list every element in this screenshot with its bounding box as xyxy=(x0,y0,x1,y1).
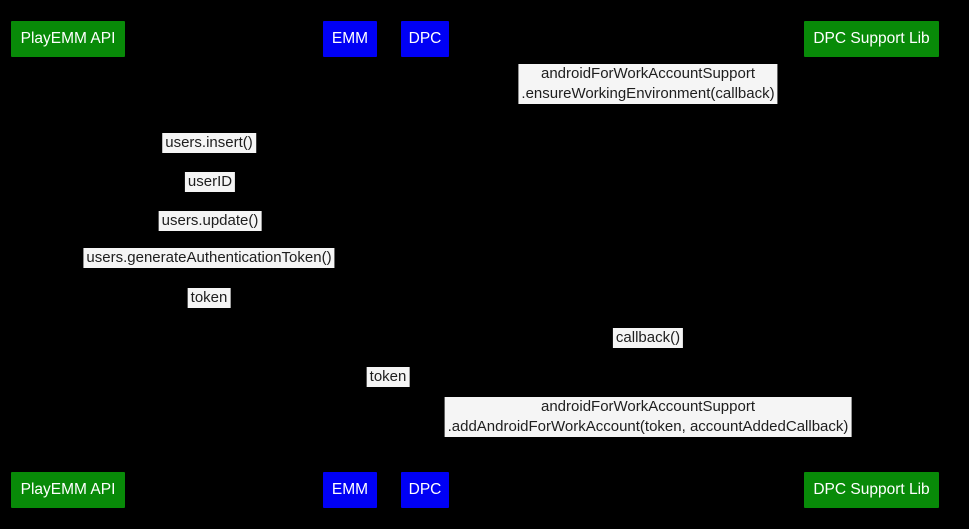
message-users-update: users.update() xyxy=(158,211,262,231)
message-userid: userID xyxy=(184,172,236,192)
message-line: .addAndroidForWorkAccount(token, account… xyxy=(447,418,849,435)
message-line: userID xyxy=(187,173,233,190)
actor-dpc-bottom: DPC xyxy=(401,472,449,508)
message-add-android-for-work-account: androidForWorkAccountSupport .addAndroid… xyxy=(444,397,852,437)
actor-playemm-api-bottom: PlayEMM API xyxy=(11,472,125,508)
message-generate-authentication-token: users.generateAuthenticationToken() xyxy=(83,248,335,268)
message-token-forward: token xyxy=(366,367,410,387)
message-line: androidForWorkAccountSupport xyxy=(540,65,755,82)
message-users-insert: users.insert() xyxy=(162,133,256,153)
actor-emm-top: EMM xyxy=(323,21,377,57)
message-line: .ensureWorkingEnvironment(callback) xyxy=(521,85,775,102)
actor-playemm-api-top: PlayEMM API xyxy=(11,21,125,57)
message-line: users.generateAuthenticationToken() xyxy=(86,249,332,266)
message-line: androidForWorkAccountSupport xyxy=(541,398,755,415)
message-ensure-working-environment: androidForWorkAccountSupport .ensureWork… xyxy=(518,64,778,104)
message-line: callback() xyxy=(615,329,681,346)
actor-emm-bottom: EMM xyxy=(323,472,377,508)
message-line: users.insert() xyxy=(165,134,253,151)
message-line: token xyxy=(190,289,228,306)
message-line: token xyxy=(369,368,407,385)
actor-dpc-support-lib-bottom: DPC Support Lib xyxy=(804,472,939,508)
actor-dpc-top: DPC xyxy=(401,21,449,57)
message-token-response: token xyxy=(187,288,231,308)
actor-dpc-support-lib-top: DPC Support Lib xyxy=(804,21,939,57)
message-line: users.update() xyxy=(161,212,259,229)
message-callback: callback() xyxy=(612,328,684,348)
